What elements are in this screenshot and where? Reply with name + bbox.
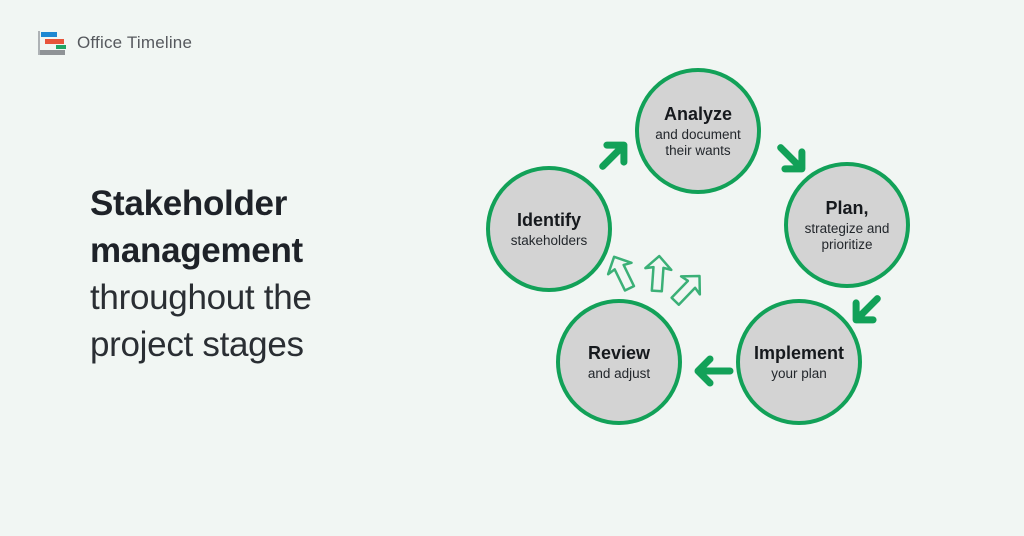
stage-circle-plan: Plan, strategize and prioritize <box>784 162 910 288</box>
return-arrow-up-left-icon <box>598 247 645 299</box>
stage-circle-review: Review and adjust <box>556 299 682 425</box>
stage-subtitle: stakeholders <box>510 232 588 248</box>
return-arrow-up-right-icon <box>661 263 713 315</box>
arrow-plan-to-implement-icon <box>835 279 897 341</box>
arrow-identify-to-analyze-icon <box>583 124 645 186</box>
stage-circle-identify: Identify stakeholders <box>486 166 612 292</box>
stage-title: Implement <box>753 342 845 363</box>
stage-circle-implement: Implement your plan <box>736 299 862 425</box>
page-title: Stakeholder management throughout the pr… <box>90 180 390 368</box>
return-arrow-up-icon <box>641 252 676 296</box>
arrow-analyze-to-plan-icon <box>761 128 823 190</box>
office-timeline-logo: Office Timeline <box>38 31 192 55</box>
headline-line-bold-2: management <box>90 231 303 270</box>
stage-title: Analyze <box>663 103 733 124</box>
stage-subtitle: and adjust <box>587 365 651 381</box>
headline-line-bold-1: Stakeholder <box>90 184 288 223</box>
stage-circle-analyze: Analyze and document their wants <box>635 68 761 194</box>
stage-subtitle: your plan <box>771 365 827 381</box>
gantt-chart-logo-icon <box>38 31 67 55</box>
stage-title: Review <box>587 342 651 363</box>
stage-title: Plan, <box>825 197 869 218</box>
logo-text: Office Timeline <box>77 33 193 52</box>
headline-line-regular-2: project stages <box>90 325 304 364</box>
headline-line-regular-1: throughout the <box>90 278 312 317</box>
stage-subtitle: and document their wants <box>655 126 741 158</box>
arrow-implement-to-review-icon <box>690 349 734 393</box>
stage-title: Identify <box>516 209 581 230</box>
stage-subtitle: strategize and prioritize <box>804 220 890 252</box>
